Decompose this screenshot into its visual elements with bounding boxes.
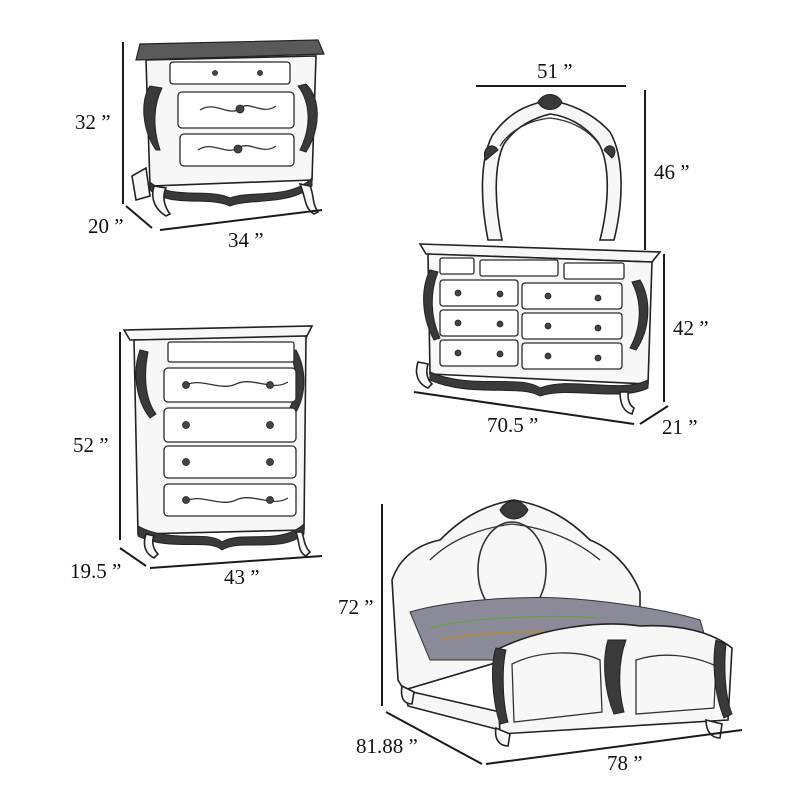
chest-of-drawers	[122, 325, 314, 559]
bed-length-label: 81.88 ”	[356, 734, 418, 758]
bed-width-label: 78 ”	[607, 751, 643, 775]
chest-width-label: 43 ”	[224, 565, 260, 589]
dresser-dimensions: 51 ” 46 ” 42 ” 70.5 ” 21 ”	[413, 59, 709, 439]
mirror-width-label: 51 ”	[537, 59, 573, 83]
mirror-height-label: 46 ”	[654, 160, 690, 184]
dresser-depth-label: 21 ”	[662, 415, 698, 439]
bed-dimensions: 72 ” 81.88 ” 78 ”	[338, 504, 743, 775]
chest-height-label: 52 ”	[73, 433, 109, 457]
nightstand-depth-label: 20 ”	[88, 214, 124, 238]
dresser-width-label: 70.5 ”	[487, 413, 538, 437]
bed-height-label: 72 ”	[338, 595, 374, 619]
chest-depth-label: 19.5 ”	[70, 559, 121, 583]
chest-dimensions: 52 ” 19.5 ” 43 ”	[70, 332, 323, 589]
bed	[391, 499, 733, 747]
nightstand-height-label: 32 ”	[75, 110, 111, 134]
dresser-with-mirror	[415, 94, 662, 415]
nightstand-dimensions: 32 ” 20 ” 34 ”	[75, 42, 323, 252]
nightstand-width-label: 34 ”	[228, 228, 264, 252]
dresser-height-label: 42 ”	[673, 316, 709, 340]
nightstand	[131, 39, 325, 217]
